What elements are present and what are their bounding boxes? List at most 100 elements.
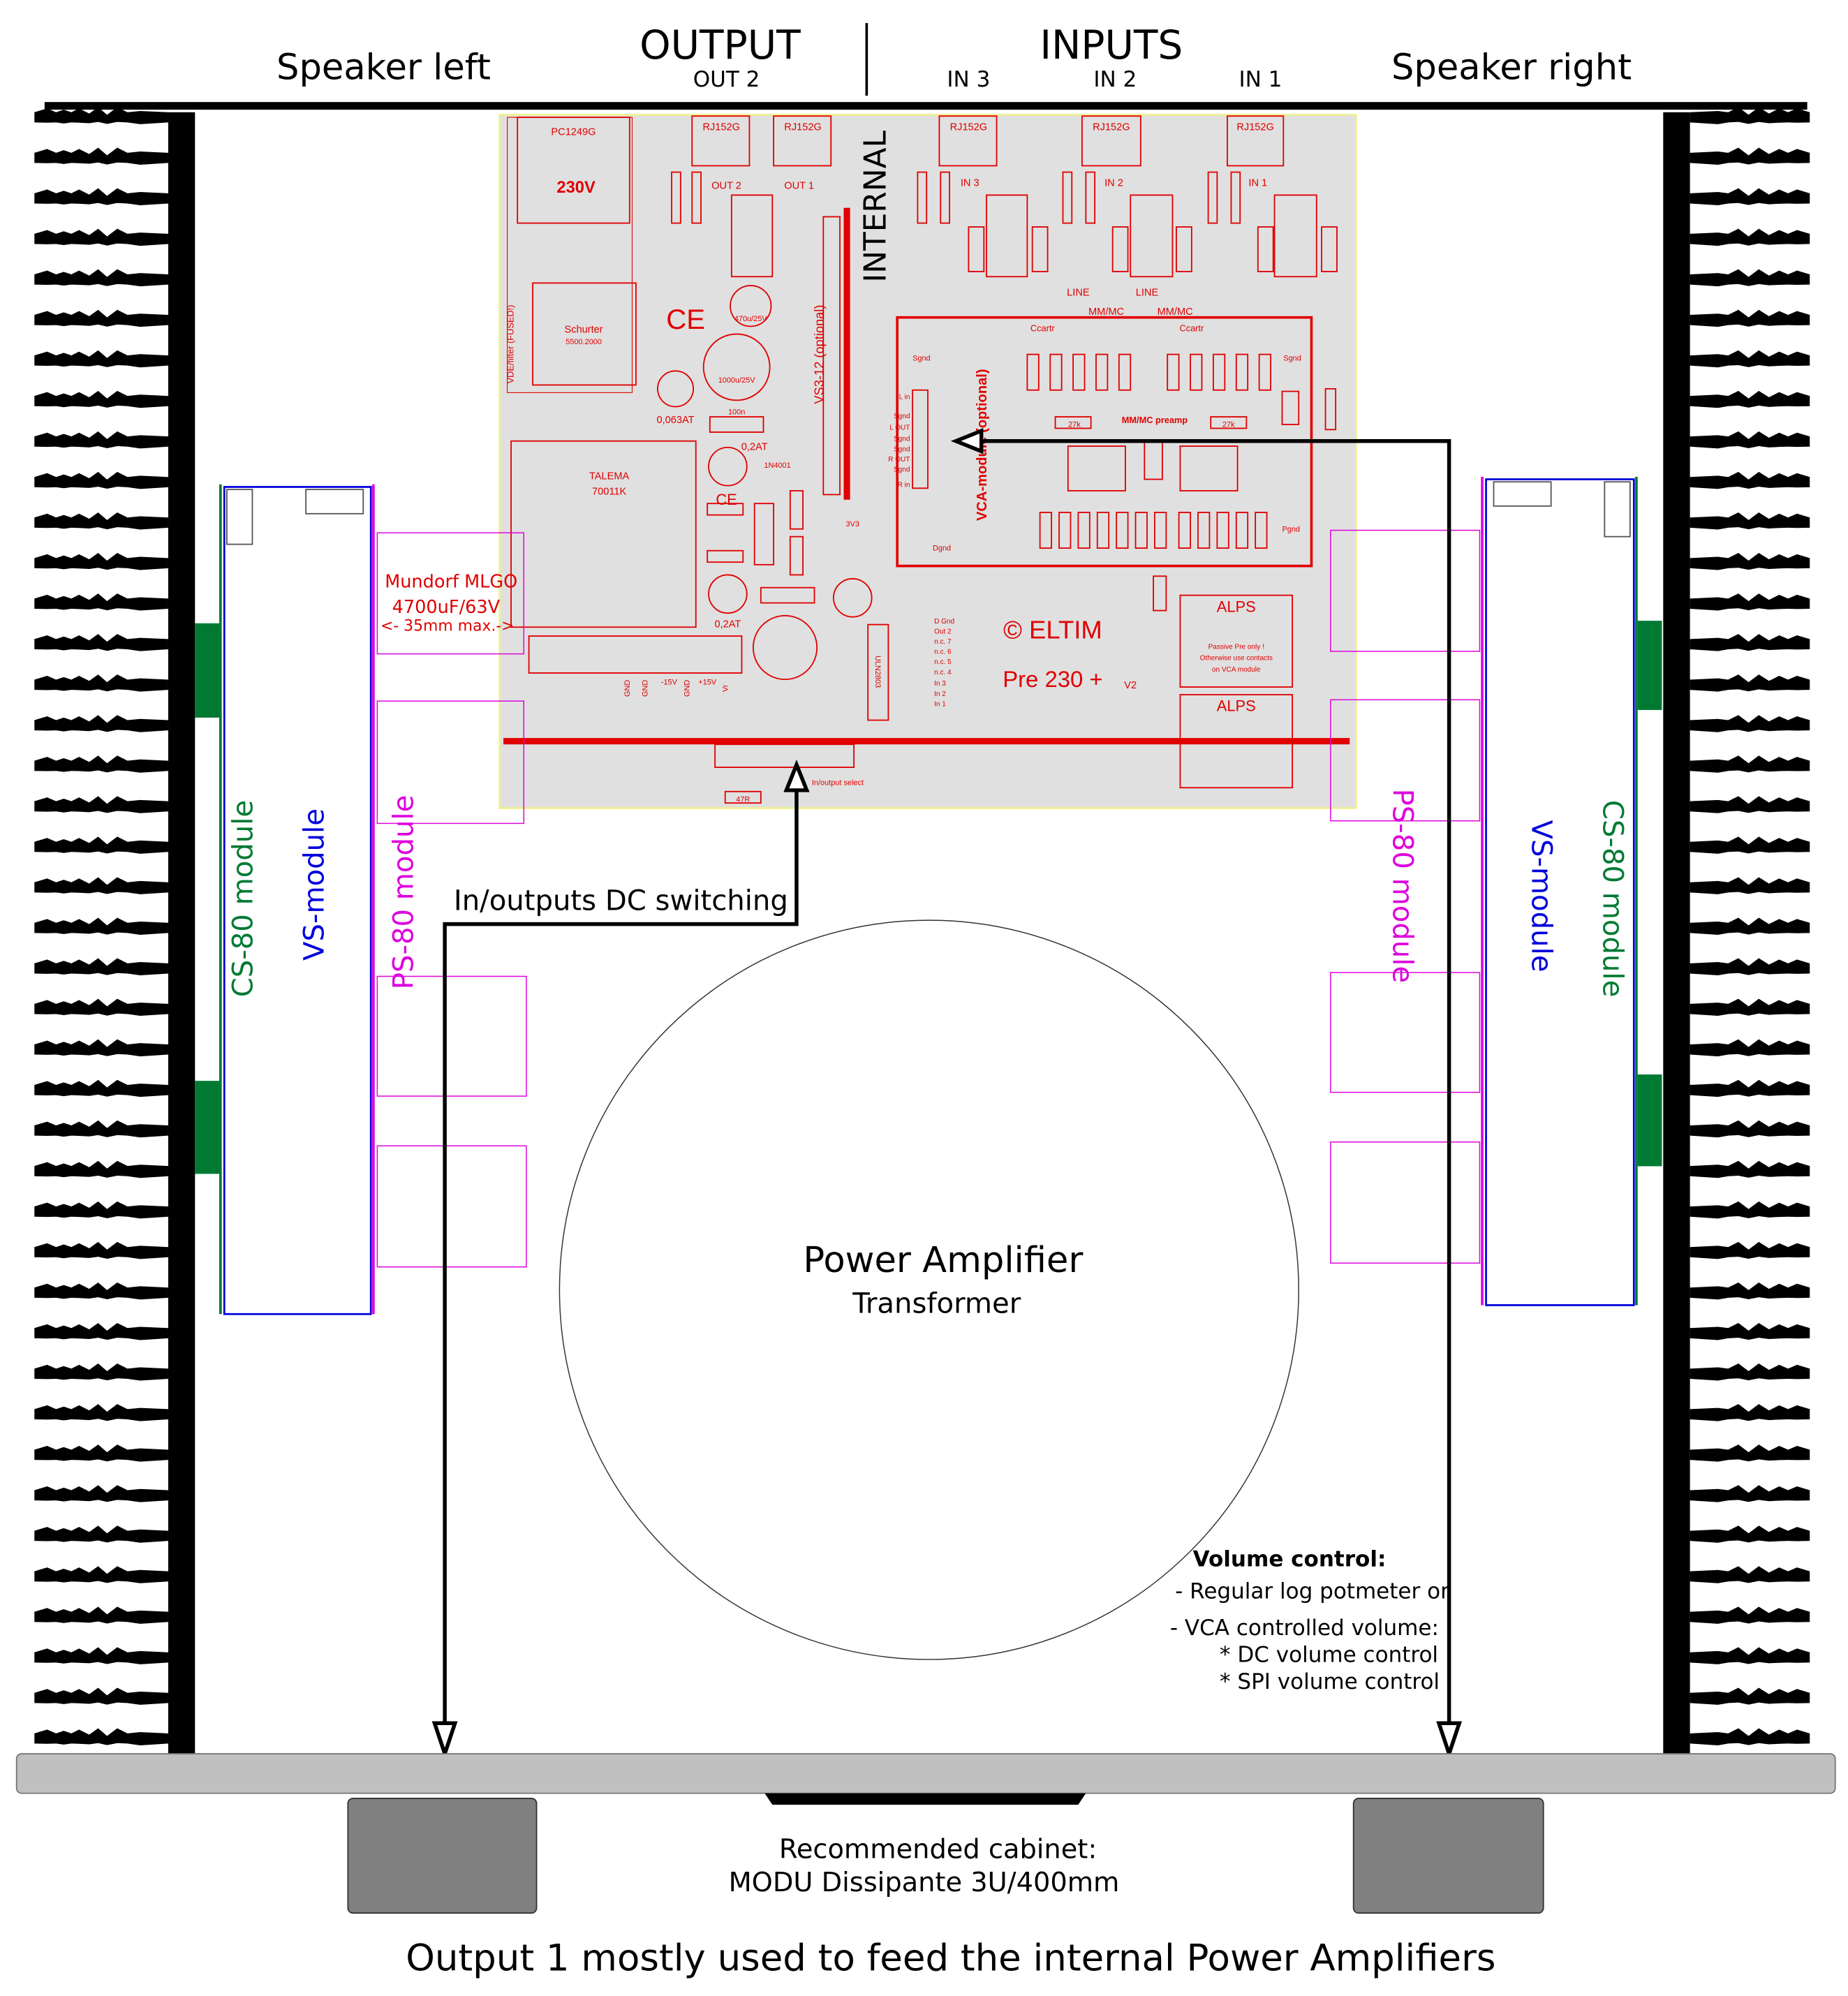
ps80-capacitor-slot bbox=[376, 975, 527, 1097]
vca-connector bbox=[912, 389, 929, 489]
heatsink-fin bbox=[34, 228, 168, 246]
pcb-label: RJ152G bbox=[1236, 121, 1274, 133]
speaker-left-label: Speaker left bbox=[276, 47, 491, 88]
heatsink-fin bbox=[34, 1485, 168, 1502]
cs80-mount bbox=[1637, 1074, 1662, 1167]
capacitor-470u bbox=[730, 285, 772, 327]
arrow-down-icon bbox=[1436, 1721, 1463, 1760]
pcb-label: IN 2 bbox=[1104, 178, 1123, 189]
pcb-label: RJ152G bbox=[784, 121, 822, 133]
volume-option: - Regular log potmeter or bbox=[1175, 1579, 1449, 1604]
power-terminal bbox=[528, 635, 743, 674]
pcb-label: ALPS bbox=[1217, 598, 1256, 615]
pcb-label: 47R bbox=[736, 795, 750, 804]
heatsink-fin bbox=[1690, 634, 1810, 651]
ce-mark: CE bbox=[716, 491, 737, 508]
pcb-label: 0,2AT bbox=[714, 619, 741, 630]
heatsink-fin bbox=[34, 593, 168, 611]
resistor-22k bbox=[1321, 226, 1338, 272]
transformer-subtitle: Transformer bbox=[852, 1287, 1021, 1319]
capacitor-10n bbox=[1067, 445, 1126, 491]
heatsink-fin bbox=[34, 1241, 168, 1259]
cs80-module-label: CS-80 module bbox=[227, 800, 259, 997]
pcb-label: VS3-12 (optional) bbox=[811, 305, 826, 404]
heatsink-fin bbox=[1690, 471, 1810, 489]
resistor bbox=[1026, 353, 1040, 391]
pcb-label: Otherwise use contacts bbox=[1200, 655, 1273, 663]
vs-module-component bbox=[1493, 481, 1552, 507]
pcb-cut-line bbox=[503, 738, 1350, 745]
resistor bbox=[1077, 512, 1091, 549]
heatsink-fin bbox=[1690, 1728, 1810, 1745]
heatsink-fin bbox=[1690, 1404, 1810, 1421]
connector-pin-label: D Gnd bbox=[934, 618, 954, 626]
ce-mark: CE bbox=[666, 304, 705, 335]
pcb-label: 70011K bbox=[592, 486, 626, 497]
ps80-capacitor-slot bbox=[376, 532, 525, 655]
capacitor-100n bbox=[709, 416, 764, 433]
pcb-brand: © ELTIM bbox=[1003, 616, 1102, 644]
schurter-filter bbox=[532, 282, 637, 386]
capacitor-10n bbox=[707, 503, 744, 516]
pcb-label: IN 1 bbox=[1248, 178, 1267, 189]
transformer-title: Power Amplifier bbox=[803, 1240, 1084, 1281]
heatsink-fin bbox=[34, 350, 168, 368]
heatsink-fin bbox=[34, 309, 168, 327]
connector-pin-label: n.c. 4 bbox=[934, 669, 952, 677]
volume-option: - VCA controlled volume: bbox=[1170, 1616, 1439, 1641]
ps80-capacitor-slot bbox=[1330, 699, 1481, 822]
resistor bbox=[1235, 353, 1249, 391]
vca-pin-label: Sgnd bbox=[894, 413, 910, 420]
heatsink-fin bbox=[34, 1566, 168, 1583]
ps80-module-label: PS-80 module bbox=[1386, 789, 1418, 984]
heatsink-fin bbox=[1690, 1079, 1810, 1097]
resistor bbox=[1212, 353, 1226, 391]
heatsink-fin bbox=[34, 1525, 168, 1543]
resistor bbox=[1049, 353, 1063, 391]
power-pin-label: GND bbox=[641, 680, 649, 697]
power-pin-label: -15V bbox=[661, 678, 678, 686]
pcb-label: MM/MC bbox=[1158, 306, 1193, 318]
right-channel-modules: PS-80 module VS-module CS-80 module bbox=[1330, 476, 1662, 1306]
capacitor bbox=[1281, 390, 1300, 425]
heatsink-fin bbox=[34, 1606, 168, 1624]
heatsink-fin bbox=[1690, 1282, 1810, 1300]
resistor bbox=[1216, 512, 1229, 549]
volume-control-note: Volume control: - Regular log potmeter o… bbox=[1170, 1547, 1449, 1694]
power-pin-label: +15V bbox=[698, 678, 717, 686]
arrow-down-icon bbox=[431, 1721, 458, 1760]
resistor-22k bbox=[968, 226, 985, 272]
fuse-holder bbox=[708, 446, 748, 487]
inputs-label: INPUTS bbox=[1040, 22, 1183, 68]
heatsink-fin bbox=[1690, 1525, 1810, 1543]
capacitor-470u bbox=[832, 577, 873, 618]
capacitor-note: Mundorf MLGO 4700uF/63V <- 35mm max.-> bbox=[380, 572, 517, 635]
pcb-label: Ccartr bbox=[1179, 323, 1204, 334]
in2-label: IN 2 bbox=[1093, 67, 1137, 92]
heatsink-fin bbox=[1690, 431, 1810, 449]
heatsink-fin bbox=[1690, 1039, 1810, 1057]
pcb-label: 230V bbox=[556, 179, 596, 197]
arrow-up-icon bbox=[783, 760, 810, 792]
speaker-right-label: Speaker right bbox=[1391, 47, 1632, 88]
pcb-label: Passive Pre only ! bbox=[1208, 643, 1264, 651]
heatsink-fin bbox=[1690, 593, 1810, 611]
power-pin-label: GND bbox=[623, 680, 632, 697]
heatsink-fin bbox=[1690, 107, 1810, 124]
pcb-label: 27k bbox=[1068, 421, 1081, 429]
resistor bbox=[1255, 512, 1268, 549]
heatsink-fin bbox=[34, 1120, 168, 1138]
heatsink-fin bbox=[34, 1039, 168, 1057]
pcb-label: 0,063AT bbox=[656, 415, 694, 426]
jack-in2 bbox=[1081, 115, 1141, 167]
ps80-module-label: PS-80 module bbox=[387, 795, 420, 990]
vca-pin-label: L in bbox=[899, 394, 910, 401]
resistor-27k bbox=[1054, 416, 1092, 429]
jack-in1 bbox=[1227, 115, 1285, 167]
vca-pin-label: R in bbox=[898, 481, 910, 489]
vs-module-label: VS-module bbox=[299, 808, 331, 961]
heatsink-fin bbox=[1690, 1606, 1810, 1624]
heatsink-fin bbox=[34, 1363, 168, 1381]
pin-header bbox=[1085, 171, 1096, 224]
